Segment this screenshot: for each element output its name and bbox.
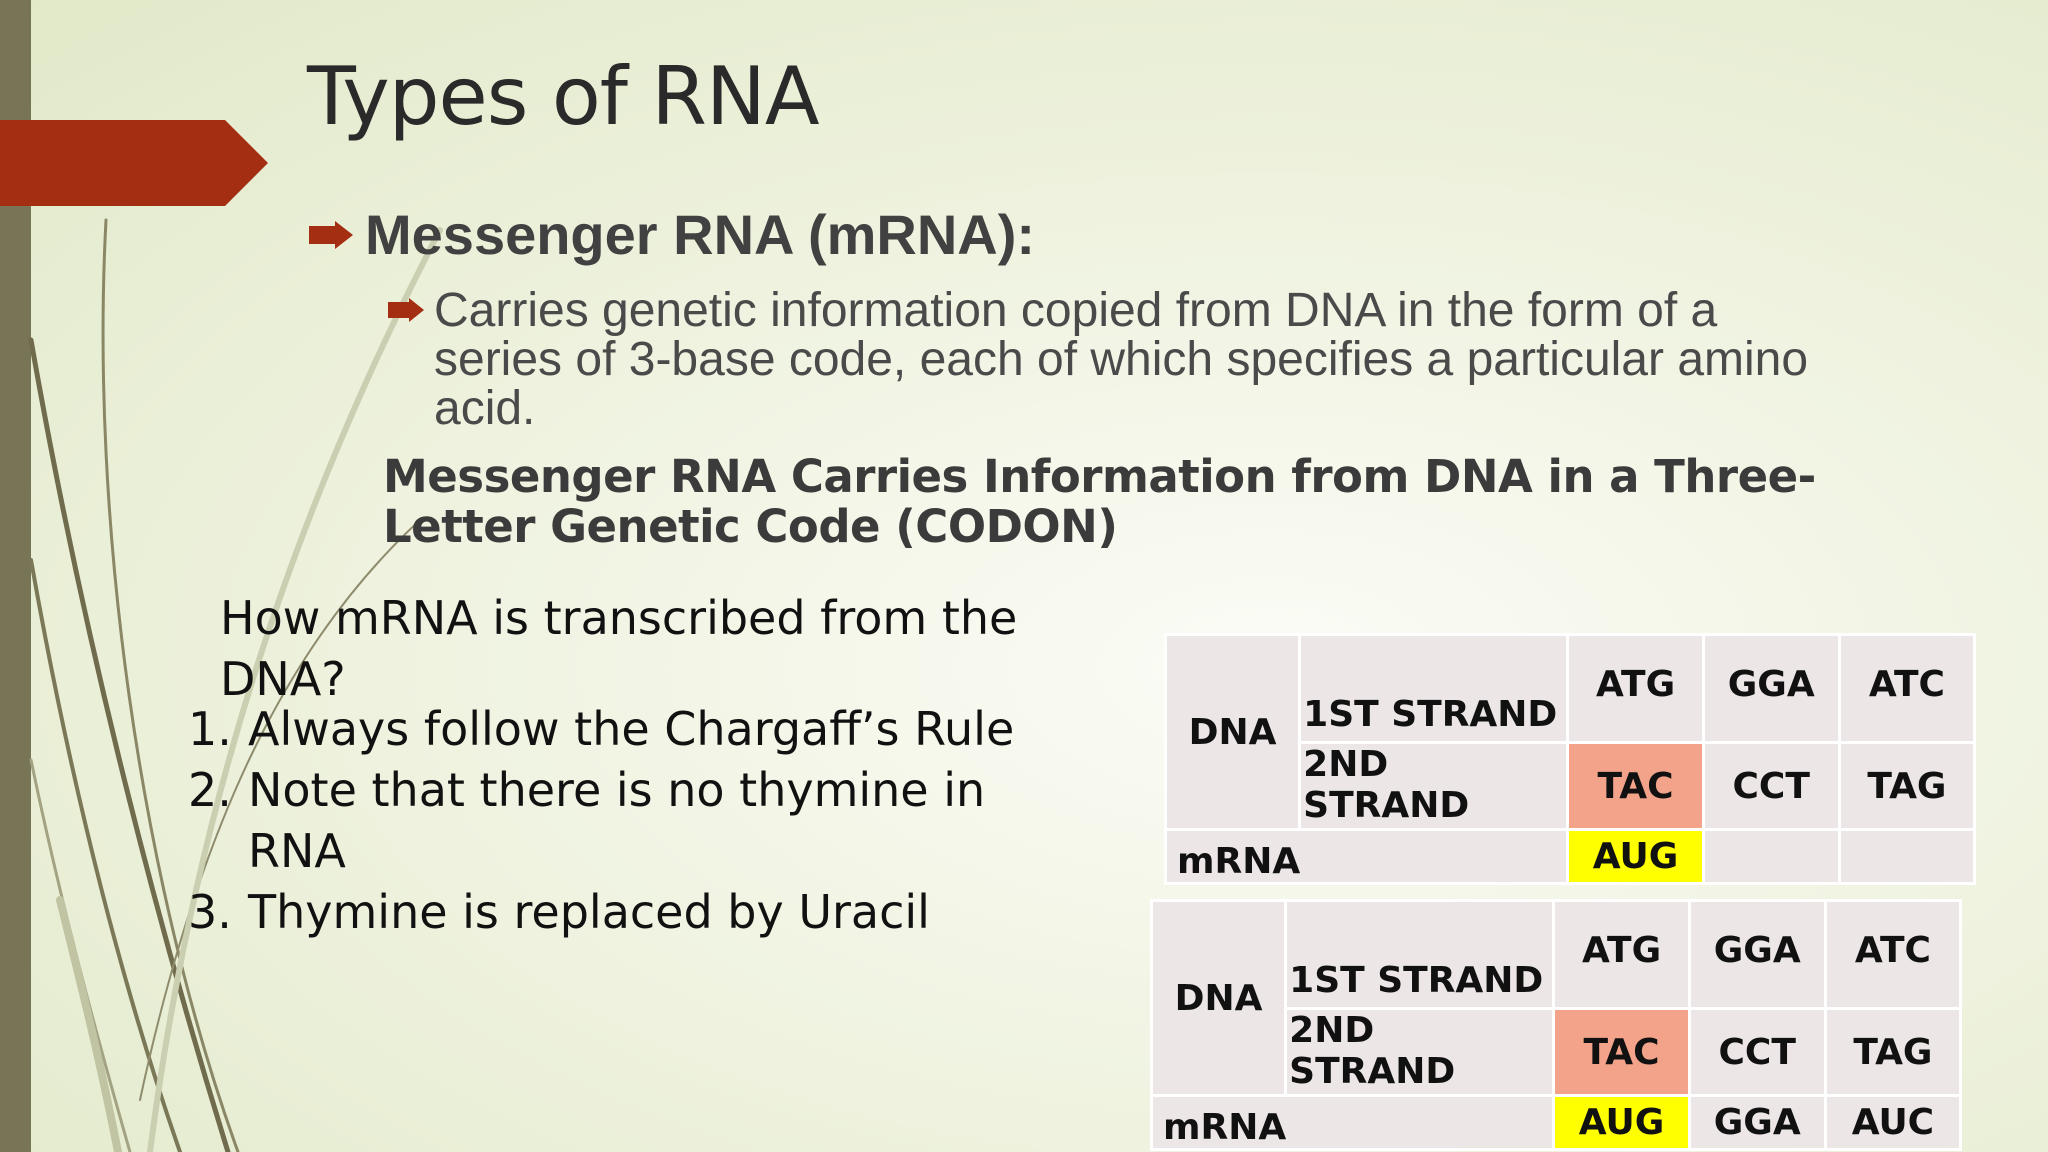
strand2-codon: TAG (1823, 1007, 1963, 1097)
slide-title: Types of RNA (307, 50, 820, 143)
table-row: DNA 1ST STRAND ATG GGA ATC (1149, 899, 1963, 1097)
strand1-codon: ATG (1552, 899, 1691, 1010)
mrna-codon (1837, 828, 1977, 885)
bullet-messenger-rna-text: Messenger RNA (mRNA): (365, 203, 1036, 266)
strand2-codon: TAC (1552, 1007, 1691, 1097)
strand1-label: 1ST STRAND (1298, 633, 1570, 744)
strand1-codon: ATC (1837, 633, 1977, 744)
mrna-label: mRNA (1149, 1094, 1556, 1151)
table-row: DNA 1ST STRAND ATG GGA ATC (1163, 633, 1977, 831)
list-item: 3. Thymine is replaced by Uracil (188, 882, 1048, 943)
mrna-codon: AUG (1566, 828, 1705, 885)
table-row: mRNA AUG (1163, 828, 1977, 885)
strand2-label: 2ND STRAND (1298, 741, 1570, 831)
mrna-codon (1701, 828, 1841, 885)
list-item: 2. Note that there is no thymine in RNA (188, 760, 1048, 882)
steps-list: 1. Always follow the Chargaff’s Rule 2. … (188, 699, 1048, 943)
list-item: 1. Always follow the Chargaff’s Rule (188, 699, 1048, 760)
strand2-codon: TAG (1837, 741, 1977, 831)
strand1-codon: ATG (1566, 633, 1705, 744)
codon-subheading: Messenger RNA Carries Information from D… (383, 450, 1816, 553)
bullet-messenger-rna: Messenger RNA (mRNA): (309, 202, 1035, 267)
step-text: Thymine is replaced by Uracil (248, 885, 930, 939)
table-row: 2ND STRAND TAC CCT TAG (1166, 741, 1977, 831)
mrna-codon: GGA (1687, 1094, 1827, 1151)
strand2-codon: TAC (1566, 741, 1705, 831)
table-row: mRNA AUG GGA AUC (1149, 1094, 1963, 1151)
strand1-codon: ATC (1823, 899, 1963, 1010)
codon-table-partial: DNA 1ST STRAND ATG GGA ATC 2ND STRAND TA… (1163, 633, 1977, 885)
dna-label: DNA (1149, 899, 1288, 1097)
mrna-codon: AUG (1552, 1094, 1691, 1151)
dna-label: DNA (1163, 633, 1302, 831)
step-number: 1. (188, 702, 232, 756)
strand2-label: 2ND STRAND (1284, 1007, 1556, 1097)
strand2-codon: CCT (1687, 1007, 1827, 1097)
red-arrow-banner (0, 120, 268, 206)
strand1-label: 1ST STRAND (1284, 899, 1556, 1010)
step-number: 2. (188, 763, 232, 817)
mrna-label: mRNA (1163, 828, 1570, 885)
strand1-codon: GGA (1701, 633, 1841, 744)
bullet-carries-info: Carries genetic information copied from … (388, 286, 1854, 433)
transcription-question: How mRNA is transcribed from the DNA? (220, 591, 1018, 706)
strand1-codon: GGA (1687, 899, 1827, 1010)
step-text: Always follow the Chargaff’s Rule (248, 702, 1015, 756)
arrow-bullet-icon (388, 298, 424, 322)
step-number: 3. (188, 885, 232, 939)
table-row: 2ND STRAND TAC CCT TAG (1152, 1007, 1963, 1097)
strand2-codon: CCT (1701, 741, 1841, 831)
arrow-bullet-icon (309, 220, 353, 249)
codon-table-complete: DNA 1ST STRAND ATG GGA ATC 2ND STRAND TA… (1149, 899, 1963, 1151)
step-text: Note that there is no thymine in RNA (248, 763, 986, 878)
bullet-carries-info-text: Carries genetic information copied from … (434, 284, 1809, 435)
mrna-codon: AUC (1823, 1094, 1963, 1151)
